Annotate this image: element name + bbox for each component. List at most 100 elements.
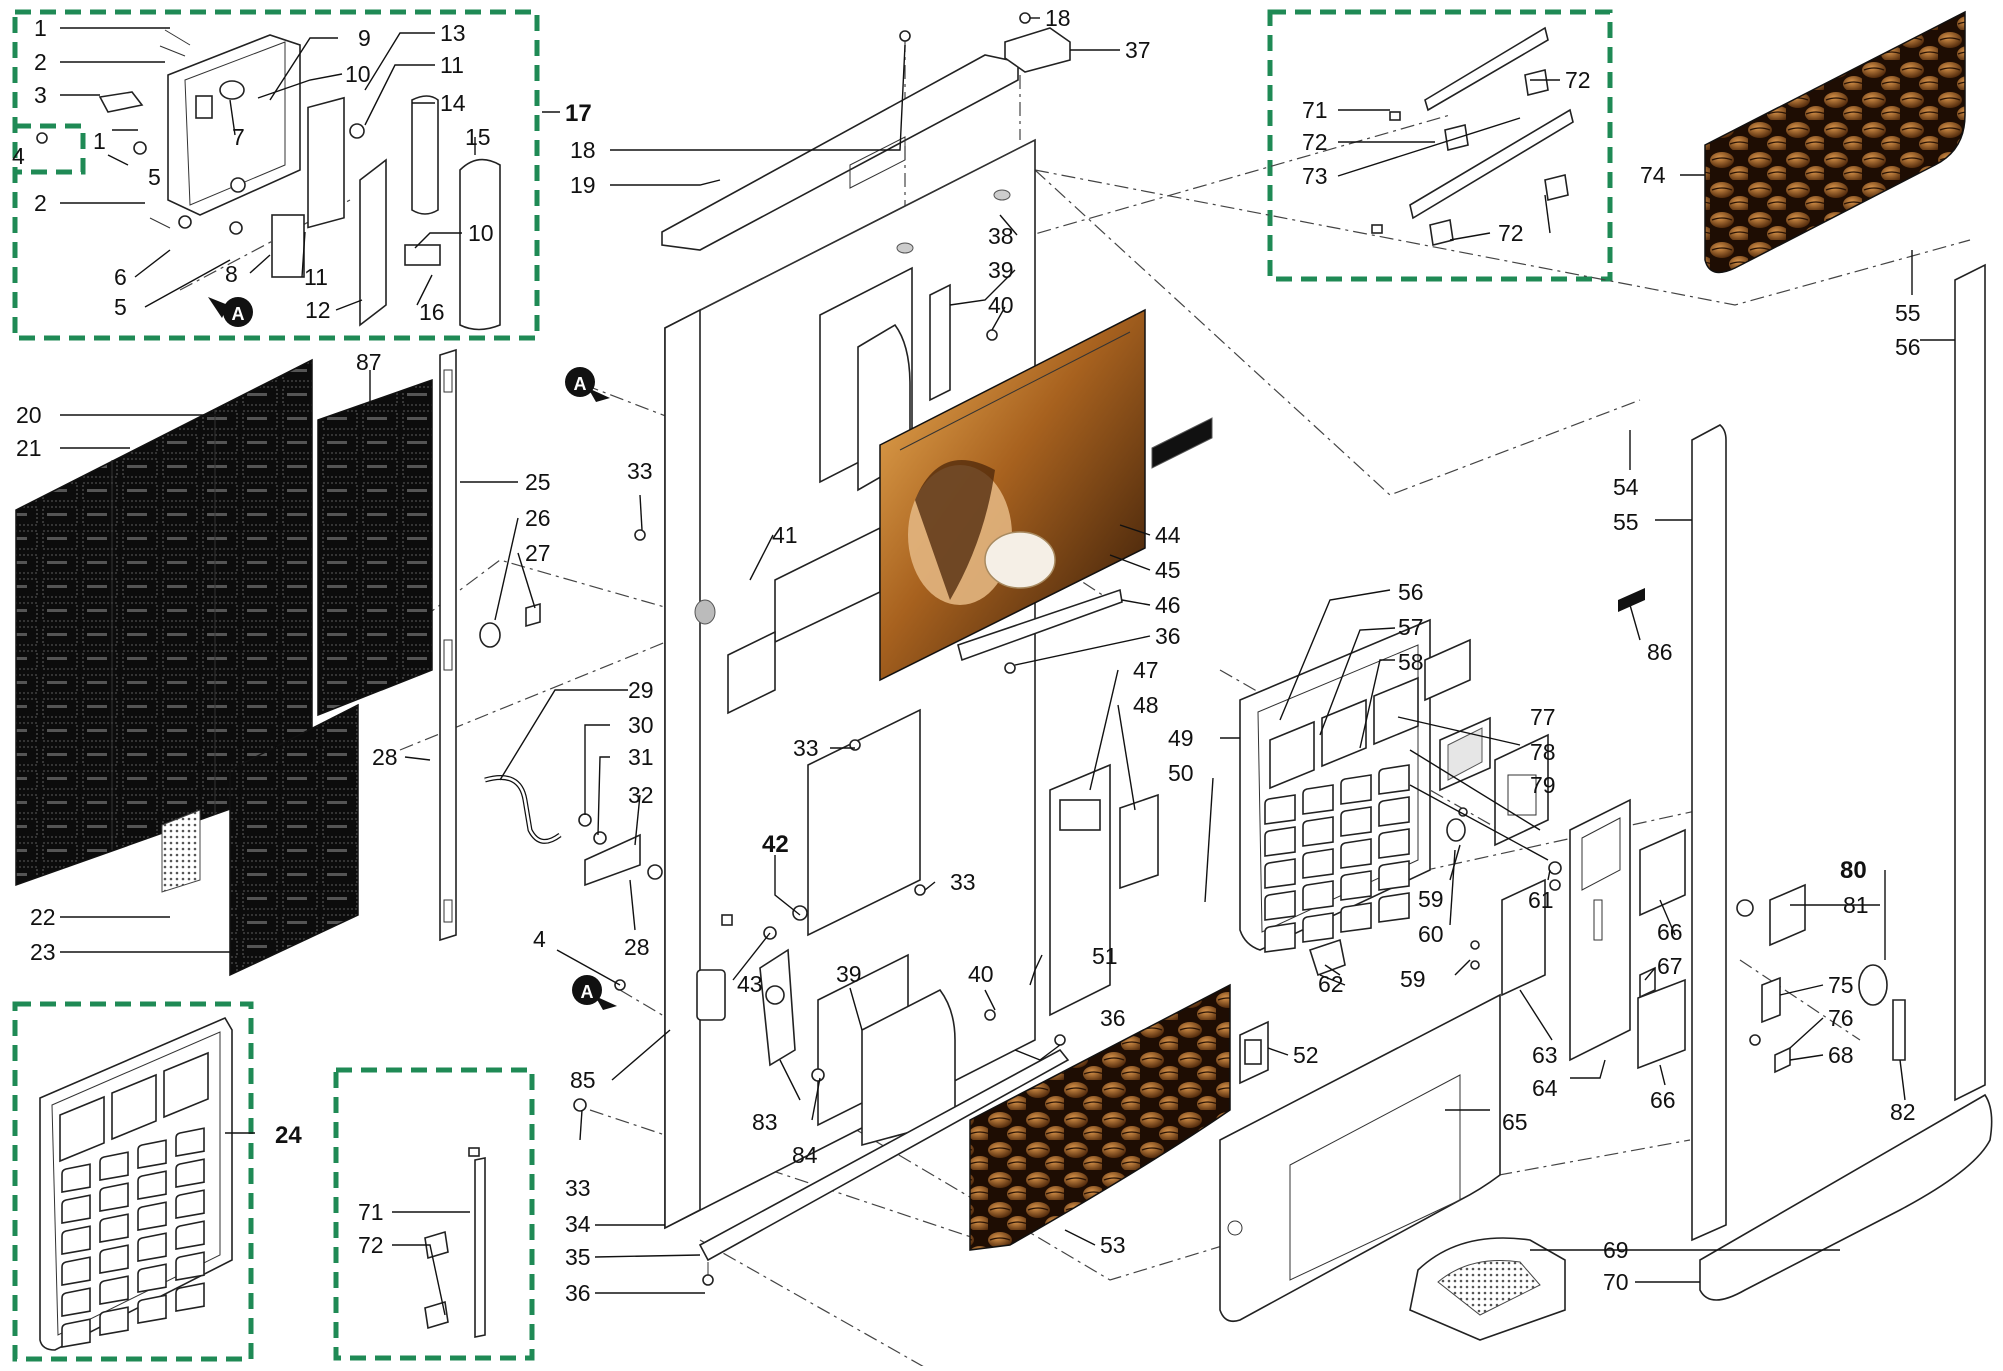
hinge-bar-25 [439,348,457,942]
display-window [111,1073,157,1141]
callout: 34 [565,1211,591,1237]
label-86 [1618,588,1645,612]
callout: 44 [1155,522,1181,548]
photo-panel-44 [879,308,1146,682]
callout: 84 [792,1142,818,1168]
display-window [163,1051,209,1119]
group-box-71-73 [1267,9,1613,282]
lock-80-82 [1736,883,1906,1074]
selection-button [61,1287,91,1317]
callout: 53 [1100,1232,1126,1258]
selection-button [99,1275,129,1305]
callout: 66 [1657,919,1683,945]
selection-button [1378,764,1410,795]
callout: 11 [440,52,464,78]
sticker-22 [161,809,201,893]
callout: 63 [1532,1042,1558,1068]
selection-button [175,1220,205,1250]
selection-buttons-49 [1264,676,1419,953]
photo-panel-74-beans [1704,10,1966,274]
callout: 28 [624,934,650,960]
callout: 16 [419,299,445,325]
front-frame-65 [1219,993,1501,1323]
trim-46 [957,588,1123,662]
callout: 31 [628,744,654,770]
callout: 76 [1828,1005,1854,1031]
detail-marker-a-1: A [208,297,253,327]
selection-button [1264,890,1296,921]
selection-button [1264,922,1296,953]
callout: 45 [1155,557,1181,583]
callout: 64 [1532,1075,1558,1101]
callout: 3 [34,82,47,108]
group-box-71-72-small [333,1067,535,1361]
callout: 15 [465,124,491,150]
selection-button [61,1318,91,1348]
callout: 21 [16,435,42,461]
selection-buttons-24 [59,1051,209,1348]
callout: 27 [525,540,551,566]
selection-button [1340,902,1372,933]
callout: 18 [1045,5,1071,31]
selection-button [61,1225,91,1255]
roller-26-screw-27 [479,602,541,648]
group-box-17 [12,9,540,341]
callout: 33 [950,869,976,895]
callout: 4 [12,143,25,169]
selection-button [99,1213,129,1243]
selection-button [137,1139,167,1169]
callout: 25 [525,469,551,495]
callout: 39 [988,257,1014,283]
selection-button [1302,880,1334,911]
callout: 40 [988,292,1014,318]
selection-button [1264,794,1296,825]
callout: 11 [304,264,328,290]
selection-button [175,1158,205,1188]
label-sheet-23 [229,703,359,977]
selection-button [1378,796,1410,827]
callout: 56 [1398,579,1424,605]
logo-badge-44 [1151,417,1213,469]
selection-button [137,1232,167,1262]
selection-button [1340,838,1372,869]
callout: 8 [225,261,238,287]
callout: 75 [1828,972,1854,998]
callout: 10 [468,220,494,246]
callout: 2 [34,190,47,216]
callout: 83 [752,1109,778,1135]
selection-button [175,1282,205,1312]
callout: 41 [772,522,798,548]
selection-button [1340,806,1372,837]
selection-button [61,1194,91,1224]
callout: 6 [114,264,127,290]
callout: 42 [762,831,789,858]
callout: 5 [148,164,161,190]
side-profile-56 [1954,263,1986,1102]
callout: 77 [1530,704,1556,730]
callout: 60 [1418,921,1444,947]
windows-57-58 [1424,638,1491,792]
callout: 1 [93,128,106,154]
callout: 82 [1890,1099,1916,1125]
bottom-trim-70 [1699,1093,1993,1301]
selection-button [137,1263,167,1293]
screws-18 [899,12,1031,42]
selection-button [1264,826,1296,857]
callout: 33 [627,458,653,484]
callout: 1 [34,15,47,41]
detail-marker-a-3: A [572,975,617,1010]
callout: 14 [440,90,466,116]
callout: 37 [1125,37,1151,63]
callout: 4 [533,926,546,952]
callout: 43 [737,971,763,997]
selection-button [99,1244,129,1274]
callout-group: 80 [1840,857,1867,884]
selection-button [175,1127,205,1157]
selection-button [1302,912,1334,943]
plates-39-41 [694,266,956,1147]
callout: 65 [1502,1109,1528,1135]
callout: 67 [1657,953,1683,979]
callout: 68 [1828,1042,1854,1068]
